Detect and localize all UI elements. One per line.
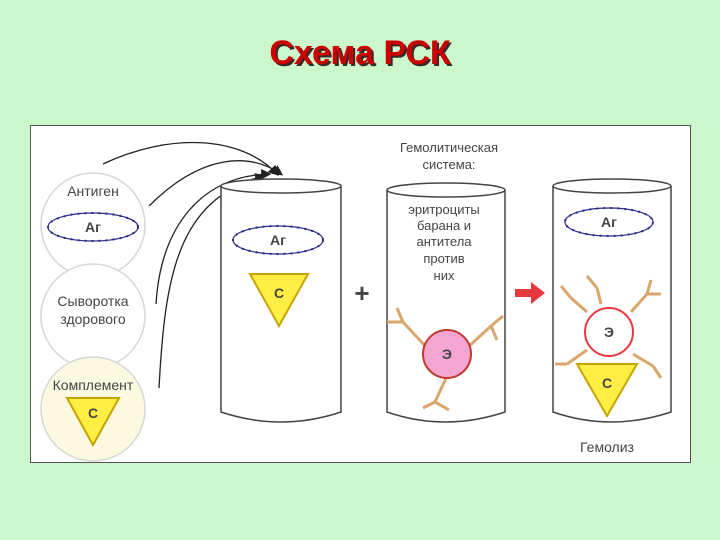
antigen-symbol: Аг	[85, 219, 101, 235]
red-arrow	[515, 282, 545, 304]
tube3-antibodies	[555, 275, 663, 379]
rsk-diagram: Антиген Аг Сыворотка здорового Комплемен…	[40, 140, 672, 462]
hemolysis-label: Гемолиз	[580, 439, 634, 455]
complement-label: Комплемент	[53, 377, 134, 393]
tube3-antigen-oval	[564, 207, 654, 237]
diagram-panel: Антиген Аг Сыворотка здорового Комплемен…	[30, 125, 691, 463]
hemolytic-text-line-5: них	[434, 268, 455, 283]
antigen-label: Антиген	[67, 183, 119, 199]
tube1-antigen-symbol: Аг	[270, 232, 286, 248]
tube2-erythrocyte	[422, 329, 472, 379]
hemolytic-text-line-3: антитела	[416, 234, 472, 249]
hemolytic-header-line-1: Гемолитическая	[400, 140, 498, 155]
tube2-erythrocyte-symbol: Э	[442, 346, 452, 362]
serum-label-line-2: здорового	[60, 311, 126, 327]
tube3-erythrocyte-symbol: Э	[604, 324, 614, 340]
complement-symbol: С	[88, 405, 98, 421]
tube1-complement-triangle	[248, 273, 310, 329]
tube1-complement-symbol: С	[274, 285, 284, 301]
antigen-oval	[47, 212, 139, 242]
tube3-erythrocyte	[584, 307, 634, 357]
transfer-arrows	[102, 141, 284, 389]
tube3-antigen-symbol: Аг	[601, 214, 617, 230]
tube3-complement-symbol: С	[602, 375, 612, 391]
hemolytic-header-line-2: система:	[422, 157, 475, 172]
test-tube-2	[386, 182, 506, 423]
tube1-antigen-oval	[232, 225, 324, 255]
tube3-complement-triangle	[575, 363, 639, 419]
hemolytic-text-line-4: против	[423, 251, 464, 266]
plus-sign: +	[354, 278, 369, 308]
complement-triangle	[65, 397, 121, 448]
hemolytic-text-line-1: эритроциты	[408, 202, 480, 217]
slide-title: Схема РСК	[269, 34, 451, 72]
serum-label-line-1: Сыворотка	[57, 293, 128, 309]
hemolytic-text-line-2: барана и	[417, 218, 471, 233]
tube2-antibodies	[387, 307, 504, 412]
